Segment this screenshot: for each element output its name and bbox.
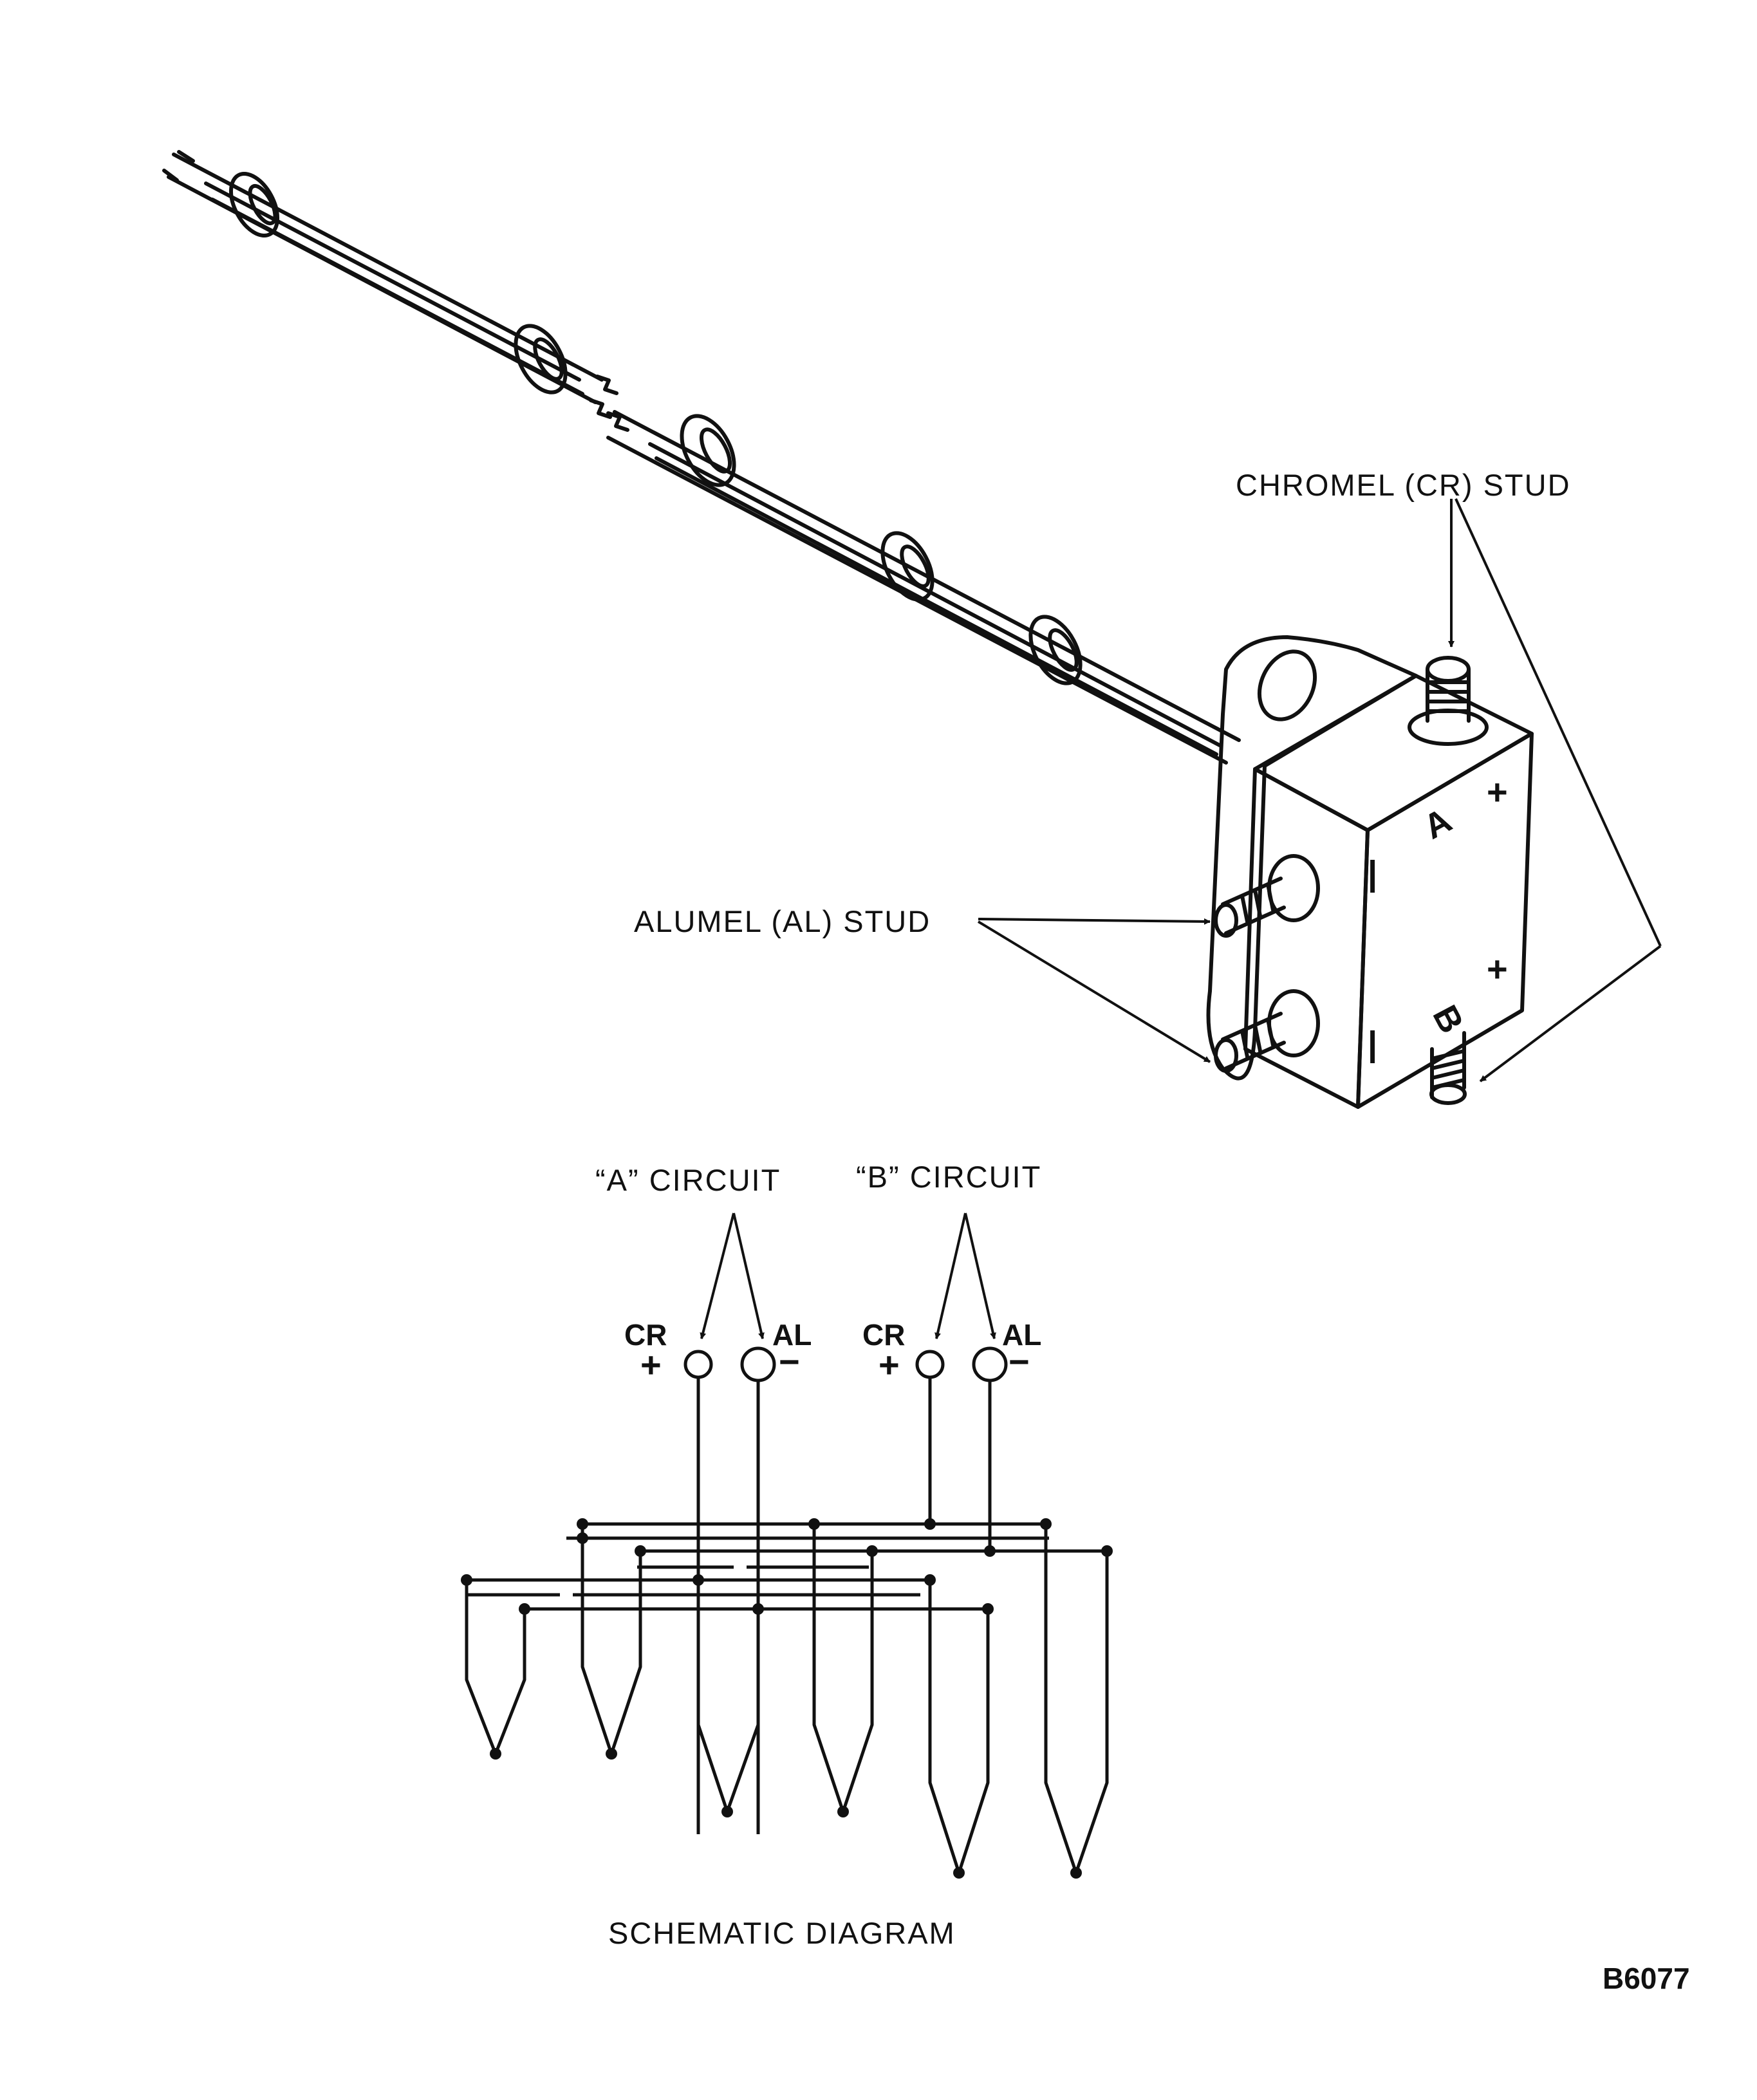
schematic-title: SCHEMATIC DIAGRAM	[608, 1916, 956, 1950]
a-al-label: AL	[772, 1318, 812, 1352]
block-markings: A B + + | |	[1368, 772, 1508, 1064]
marking-a: A	[1417, 801, 1458, 846]
marking-plus-bottom: +	[1487, 949, 1508, 989]
marking-minus-bottom: |	[1368, 1025, 1377, 1064]
alumel-stud-upper	[1214, 854, 1320, 938]
terminal-b-al	[972, 1346, 1008, 1382]
chromel-stud-bottom	[1429, 1031, 1467, 1105]
ring-spacer	[680, 414, 736, 487]
thermocouple-junction	[928, 1580, 990, 1879]
schematic-diagram	[465, 1346, 1110, 1879]
alumel-stud-label: ALUMEL (AL) STUD	[634, 904, 931, 938]
thermocouple-probe-assembly	[162, 150, 1534, 1109]
ring-spacer	[880, 531, 934, 602]
ring-spacer	[1028, 615, 1083, 685]
a-circuit-label: “A” CIRCUIT	[595, 1163, 781, 1197]
chromel-stud-label: CHROMEL (CR) STUD	[1236, 468, 1571, 502]
thermocouple-junction	[696, 1580, 760, 1817]
alumel-stud-lower	[1214, 989, 1320, 1073]
terminal-a-cr	[683, 1350, 713, 1379]
junction-dots	[461, 1518, 1113, 1879]
a-cr-sign: +	[640, 1344, 662, 1385]
a-al-sign: −	[779, 1341, 800, 1382]
ring-spacer	[514, 324, 568, 395]
leader-arrows	[700, 498, 1662, 1339]
thermocouple-junction	[1044, 1524, 1109, 1878]
thermocouple-junction	[581, 1524, 642, 1759]
marking-plus-top: +	[1487, 772, 1508, 812]
marking-minus-top: |	[1368, 854, 1377, 893]
terminal-a-al	[740, 1346, 776, 1382]
a-cr-label: CR	[624, 1318, 667, 1352]
thermocouple-junction	[465, 1580, 526, 1758]
figure-code: B6077	[1603, 1962, 1690, 1995]
chromel-stud-top	[1408, 656, 1489, 746]
ring-spacer	[228, 171, 280, 238]
terminal-b-cr	[915, 1350, 945, 1379]
b-cr-label: CR	[862, 1318, 905, 1352]
b-cr-sign: +	[879, 1344, 900, 1385]
b-al-sign: −	[1009, 1341, 1030, 1382]
b-circuit-label: “B” CIRCUIT	[856, 1160, 1041, 1194]
flange-hole	[1257, 649, 1317, 721]
rod-break-marks	[589, 375, 629, 432]
b-al-label: AL	[1002, 1318, 1041, 1352]
mounting-flange	[1206, 635, 1418, 1081]
